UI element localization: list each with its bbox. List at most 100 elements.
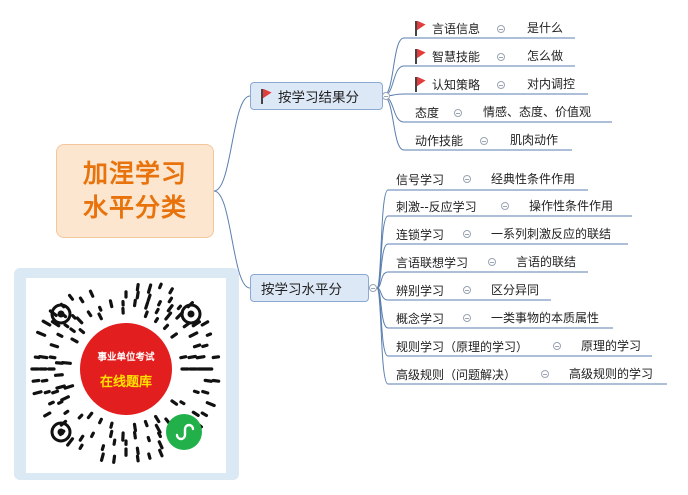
leaf-verbal-information[interactable]: 言语信息 xyxy=(415,20,480,36)
qr-mark xyxy=(132,298,137,308)
qr-finder xyxy=(50,303,72,325)
qr-mark xyxy=(176,304,183,311)
leaf-discrimination[interactable]: 辨别学习 xyxy=(396,283,445,298)
collapse-icon[interactable] xyxy=(369,284,377,292)
qr-mark xyxy=(48,400,55,406)
leaf-detail: 经典性条件作用 xyxy=(491,172,576,186)
leaf-detail: 怎么做 xyxy=(527,49,564,63)
qr-mark xyxy=(168,287,174,295)
collapse-icon[interactable] xyxy=(488,258,496,266)
qr-mark xyxy=(157,440,164,450)
collapse-icon[interactable] xyxy=(463,286,471,294)
qr-mark xyxy=(205,401,216,408)
qr-mark xyxy=(143,419,149,428)
qr-mark xyxy=(98,305,103,312)
collapse-icon[interactable] xyxy=(382,92,390,100)
collapse-icon[interactable] xyxy=(463,175,471,183)
branch-by-learning-level[interactable]: 按学习水平分 xyxy=(250,274,369,302)
qr-mark xyxy=(211,378,221,383)
qr-finder xyxy=(50,421,72,443)
collapse-icon[interactable] xyxy=(480,137,488,145)
leaf-detail: 区分异同 xyxy=(491,283,540,297)
qr-mark xyxy=(201,343,209,349)
qr-mark xyxy=(63,384,75,390)
branch-by-learning-outcome[interactable]: 按学习结果分 xyxy=(250,82,383,110)
qr-mark xyxy=(132,422,138,433)
root-line2: 水平分类 xyxy=(82,193,187,222)
qr-mark xyxy=(54,361,64,365)
leaf-concept-learning[interactable]: 概念学习 xyxy=(396,311,445,326)
collapse-icon[interactable] xyxy=(497,53,505,61)
collapse-icon[interactable] xyxy=(463,230,471,238)
qr-mark xyxy=(112,438,117,446)
qr-mark xyxy=(192,343,202,349)
qr-mark xyxy=(67,293,75,301)
leaf-detail: 一类事物的本质属性 xyxy=(491,311,600,325)
collapse-icon[interactable] xyxy=(497,81,505,89)
collapse-icon[interactable] xyxy=(463,314,471,322)
root-node[interactable]: 加涅学习 水平分类 xyxy=(56,144,214,238)
leaf-cognitive-strategies[interactable]: 认知策略 xyxy=(415,76,480,92)
branch-label: 按学习结果分 xyxy=(278,90,359,106)
qr-mark xyxy=(53,373,64,377)
qr-mark xyxy=(60,395,70,402)
qr-mark xyxy=(158,282,163,290)
flag-icon xyxy=(261,88,272,104)
qr-mark xyxy=(164,311,173,321)
qr-center-badge: 事业单位考试 在线题库 xyxy=(80,323,172,415)
qr-mark xyxy=(200,411,209,418)
qr-mark xyxy=(144,300,150,310)
qr-mark xyxy=(158,448,164,458)
qr-finder xyxy=(180,303,202,325)
collapse-icon[interactable] xyxy=(553,342,561,350)
qr-mark xyxy=(166,304,174,313)
qr-mark xyxy=(154,423,162,434)
qr-mark xyxy=(66,437,75,447)
leaf-higher-order-rules[interactable]: 高级规则（问题解决） xyxy=(396,367,517,382)
leaf-motor-skills[interactable]: 动作技能 xyxy=(415,133,464,148)
qr-mark xyxy=(162,323,170,331)
qr-mark xyxy=(157,300,162,307)
leaf-attitude[interactable]: 态度 xyxy=(415,105,440,120)
qr-mark xyxy=(135,290,140,300)
collapse-icon[interactable] xyxy=(454,109,462,117)
qr-mark xyxy=(191,410,200,417)
qr-mark xyxy=(88,289,95,298)
leaf-detail: 一系列刺激反应的联结 xyxy=(491,227,612,241)
qr-mark xyxy=(57,400,64,405)
connector-root-branch2 xyxy=(213,190,251,289)
qr-badge-line2: 在线题库 xyxy=(99,374,152,390)
collapse-icon[interactable] xyxy=(501,202,509,210)
qr-mark xyxy=(31,378,41,383)
qr-mark xyxy=(146,435,151,443)
qr-finder-dot xyxy=(57,310,65,318)
qr-mark xyxy=(60,360,72,365)
qr-mark xyxy=(167,296,174,304)
qr-badge-line1: 事业单位考试 xyxy=(97,351,155,363)
leaf-intellectual-skills[interactable]: 智慧技能 xyxy=(415,48,480,64)
qr-mark xyxy=(86,411,94,420)
collapse-icon[interactable] xyxy=(541,370,549,378)
qr-mark xyxy=(154,316,160,324)
leaf-rule-learning[interactable]: 规则学习（原理的学习） xyxy=(396,339,529,354)
qr-mark xyxy=(195,355,206,360)
qr-mark xyxy=(205,332,213,337)
qr-mark xyxy=(154,307,160,315)
qr-mark xyxy=(179,400,186,406)
leaf-chaining[interactable]: 连锁学习 xyxy=(396,227,445,242)
leaf-stimulus-response[interactable]: 刺激--反应学习 xyxy=(396,199,477,214)
leaf-detail: 操作性条件作用 xyxy=(529,199,614,213)
qr-mark xyxy=(69,327,76,333)
qr-mark xyxy=(43,389,51,395)
leaf-signal-learning[interactable]: 信号学习 xyxy=(396,172,445,187)
qr-mark xyxy=(192,389,200,395)
qr-mark xyxy=(147,452,152,460)
qr-mark xyxy=(170,332,178,339)
qr-mark xyxy=(78,434,85,442)
qr-mark xyxy=(38,354,49,360)
leaf-verbal-association[interactable]: 言语联想学习 xyxy=(396,255,469,270)
leaf-detail: 原理的学习 xyxy=(581,339,642,353)
collapse-icon[interactable] xyxy=(497,25,505,33)
qr-mark xyxy=(203,378,213,383)
